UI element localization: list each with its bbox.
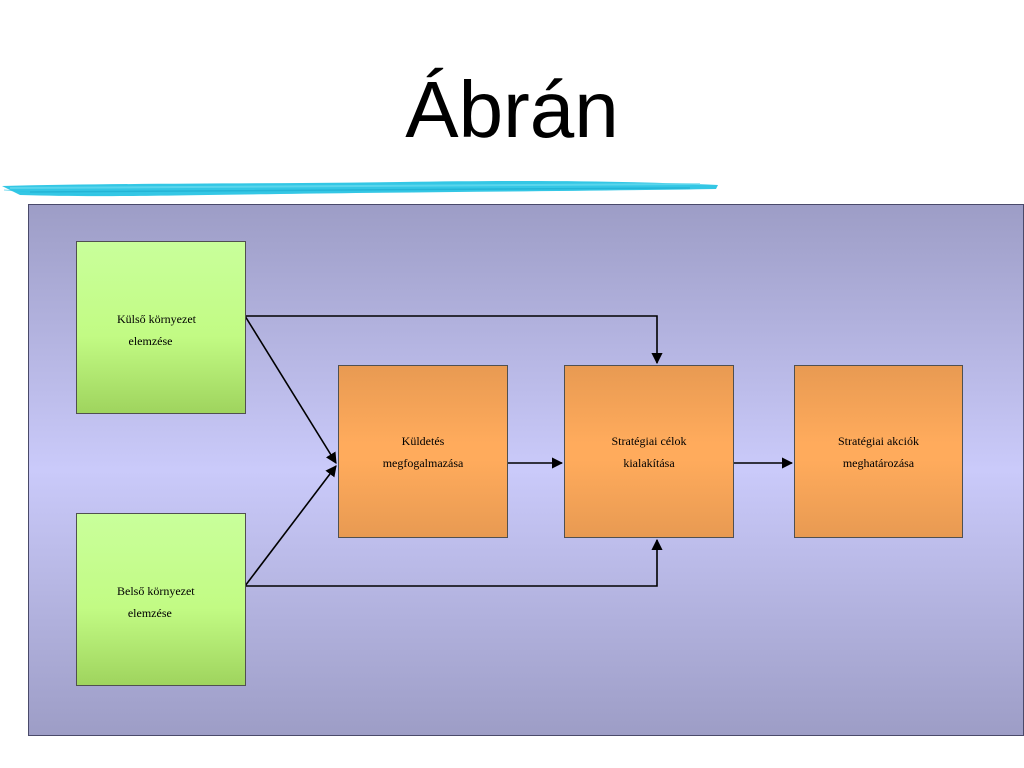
mission-box: Küldetés megfogalmazása <box>338 365 508 538</box>
title-underline-stroke <box>2 181 718 197</box>
strategic-goals-label: Stratégiai célok kialakítása <box>611 434 687 470</box>
external-environment-box: Külső környezet elemzése <box>76 241 246 414</box>
strategic-goals-box: Stratégiai célok kialakítása <box>564 365 734 538</box>
mission-label: Küldetés megfogalmazása <box>382 434 464 470</box>
internal-environment-label: Belső környezet elemzése <box>117 584 195 620</box>
slide-title: Ábrán <box>405 65 619 154</box>
strategic-actions-label: Stratégiai akciók meghatározása <box>838 434 919 470</box>
internal-environment-box: Belső környezet elemzése <box>76 513 246 686</box>
strategic-actions-box: Stratégiai akciók meghatározása <box>794 365 963 538</box>
external-environment-label: Külső környezet elemzése <box>117 312 196 348</box>
